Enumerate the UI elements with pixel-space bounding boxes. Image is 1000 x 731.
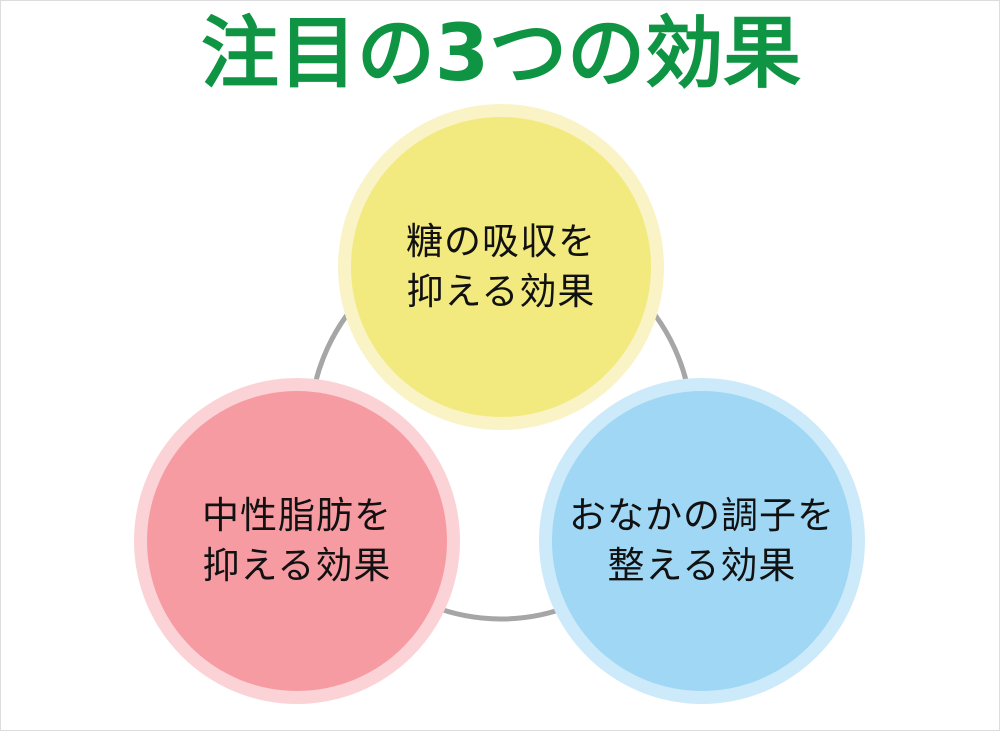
circle-sugar-absorption[interactable]: 糖の吸収を 抑える効果 bbox=[338, 104, 664, 430]
circle-neutral-fat[interactable]: 中性脂肪を 抑える効果 bbox=[134, 378, 460, 704]
page-title: 注目の3つの効果 bbox=[200, 9, 802, 99]
circle-sugar-fill: 糖の吸収を 抑える効果 bbox=[351, 117, 651, 417]
circle-sugar-label: 糖の吸収を 抑える効果 bbox=[406, 220, 596, 313]
circle-fat-label: 中性脂肪を 抑える効果 bbox=[202, 494, 392, 587]
circle-stomach-fill: おなかの調子を 整える効果 bbox=[552, 391, 852, 691]
circle-stomach-condition[interactable]: おなかの調子を 整える効果 bbox=[539, 378, 865, 704]
circle-stomach-label: おなかの調子を 整える効果 bbox=[569, 494, 835, 587]
circle-fat-fill: 中性脂肪を 抑える効果 bbox=[147, 391, 447, 691]
